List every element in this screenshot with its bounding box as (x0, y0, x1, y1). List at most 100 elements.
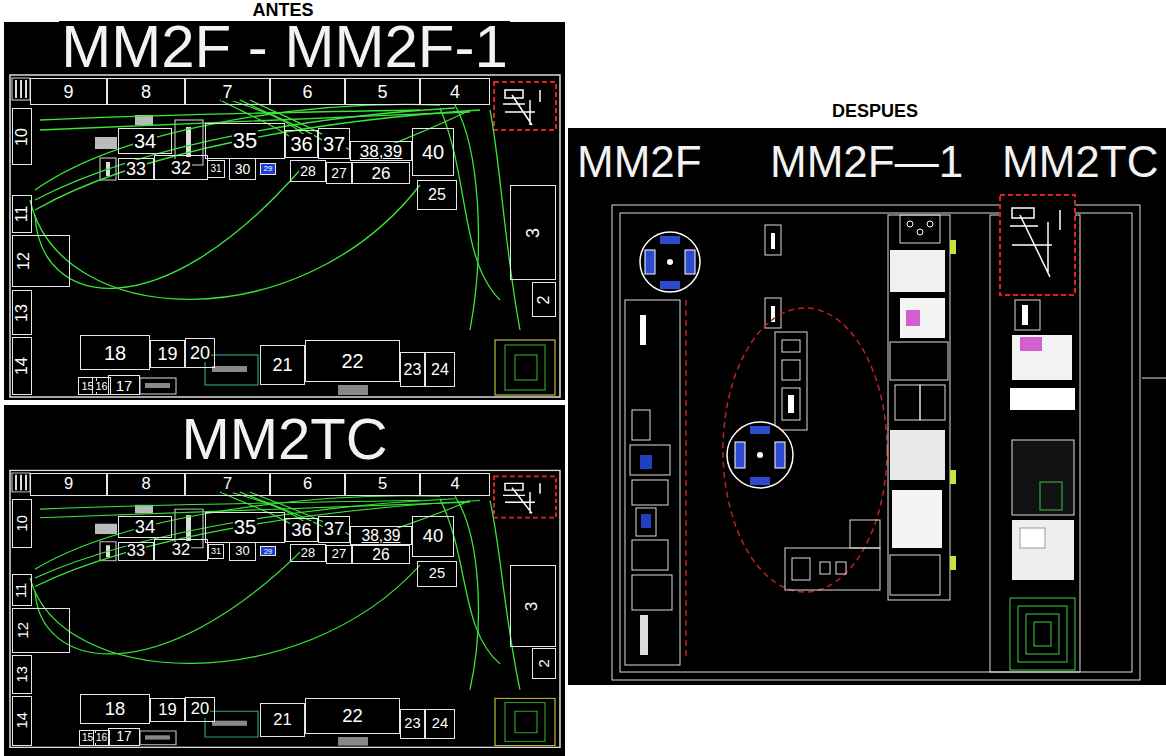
station-number: 10 (15, 514, 30, 532)
workstation-box: 3 (510, 185, 556, 280)
workstation-box: 23 (400, 352, 425, 387)
marker (950, 470, 956, 484)
title-slot: MM2F—1 (768, 138, 993, 186)
flow-line (40, 110, 420, 120)
station-number: 34 (134, 518, 156, 536)
panel-title: MM2F (575, 138, 704, 186)
workstation-box: 5 (345, 78, 420, 105)
workstation-box: 27 (326, 162, 352, 184)
station-number: 9 (62, 83, 74, 101)
station-number: 37 (323, 520, 345, 538)
station-number: 16 (95, 733, 108, 743)
machine (632, 575, 672, 610)
workstation-box: 38,39 (350, 141, 412, 161)
station-number: 40 (422, 527, 444, 545)
machine (1015, 300, 1040, 330)
storage-area (505, 345, 545, 390)
workstation-box: 3 (510, 565, 556, 647)
before-layout (10, 470, 560, 747)
workstation-box: 4 (420, 473, 490, 496)
workstation-box: 6 (270, 78, 345, 105)
machine (782, 360, 800, 380)
workstation-box: 40 (412, 128, 454, 176)
workstation-box: 30 (229, 158, 256, 180)
machine (785, 548, 880, 590)
robot-cell (667, 259, 673, 265)
workstation-box: 35 (205, 512, 285, 543)
station-number: 36 (290, 521, 312, 539)
workstation-box: 28 (290, 544, 326, 563)
machine (1012, 335, 1072, 380)
workstation-box: 18 (80, 335, 150, 370)
station-number: 20 (190, 701, 210, 718)
station-number: 2 (537, 658, 552, 668)
machine (632, 480, 668, 505)
machine (1020, 337, 1042, 351)
workstation-box: 7 (185, 78, 270, 105)
station-number: 25 (427, 187, 447, 203)
machine (771, 233, 775, 249)
storage-area (495, 340, 555, 395)
station-number: 14 (15, 711, 30, 729)
machine (890, 342, 948, 380)
workstation-box: 26 (352, 162, 410, 184)
workstation-box: 9 (30, 473, 107, 496)
small-part (145, 383, 170, 388)
workstation-box: 32 (154, 155, 208, 180)
station-number: 12 (16, 251, 32, 271)
machine (792, 558, 810, 580)
station-number: 9 (63, 476, 74, 493)
layout-panel: MM2TC9876541011121314323435363738,394033… (4, 405, 565, 756)
station-number: 35 (232, 130, 258, 152)
workstation-box: 37 (318, 516, 350, 543)
flow-path (685, 300, 687, 660)
station-number: 19 (157, 702, 177, 719)
workstation-box: 2 (532, 282, 556, 317)
station-number: 11 (14, 205, 30, 224)
restricted-area (494, 82, 556, 130)
station-number: 31 (209, 164, 222, 174)
machine (890, 430, 945, 480)
flow-line (35, 110, 480, 210)
station-number: 27 (331, 548, 347, 561)
machine (641, 514, 651, 528)
workstation-box: 24 (425, 352, 455, 387)
panel-title: MM2TC (1000, 138, 1160, 186)
workstation-box: 19 (150, 698, 185, 722)
machine (892, 490, 942, 548)
station-number: 30 (234, 162, 252, 176)
after-layout (612, 195, 1166, 680)
machine-icon (503, 90, 540, 125)
station-number: 3 (524, 226, 542, 238)
small-part (95, 137, 117, 149)
machine (636, 508, 656, 536)
panel-ground (568, 128, 1166, 685)
workstation-box: 34 (118, 516, 172, 538)
machine (1022, 305, 1028, 325)
machine (917, 229, 923, 235)
line-column (888, 215, 950, 600)
small-part (140, 378, 176, 394)
workstation-box: 17 (108, 728, 140, 745)
layout-panel: MM2F - MM2F-1987654101112131432343536373… (4, 22, 565, 400)
station-number: 14 (14, 356, 30, 376)
workstation-box: 28 (290, 160, 326, 182)
station-number: 23 (403, 362, 423, 378)
wall-line (1142, 378, 1166, 379)
station-number: 10 (14, 127, 30, 147)
station-number: 40 (421, 142, 445, 162)
station-number: 8 (140, 83, 152, 101)
workstation-box: 10 (12, 499, 32, 548)
machine (640, 315, 646, 345)
machine (890, 555, 940, 595)
station-number: 16 (94, 381, 108, 392)
plant-outline (10, 75, 560, 397)
layout-panel: MM2F MM2F—1MM2TC (568, 128, 1166, 685)
machine (640, 455, 652, 469)
workstation-box: 38,39 (350, 526, 412, 545)
workstation-box: 20 (185, 697, 215, 723)
robot-cell (660, 236, 680, 244)
workstation-box: 11 (12, 195, 32, 233)
title-slot: MM2F - MM2F-1 (4, 21, 565, 73)
panel-ground (4, 405, 565, 756)
